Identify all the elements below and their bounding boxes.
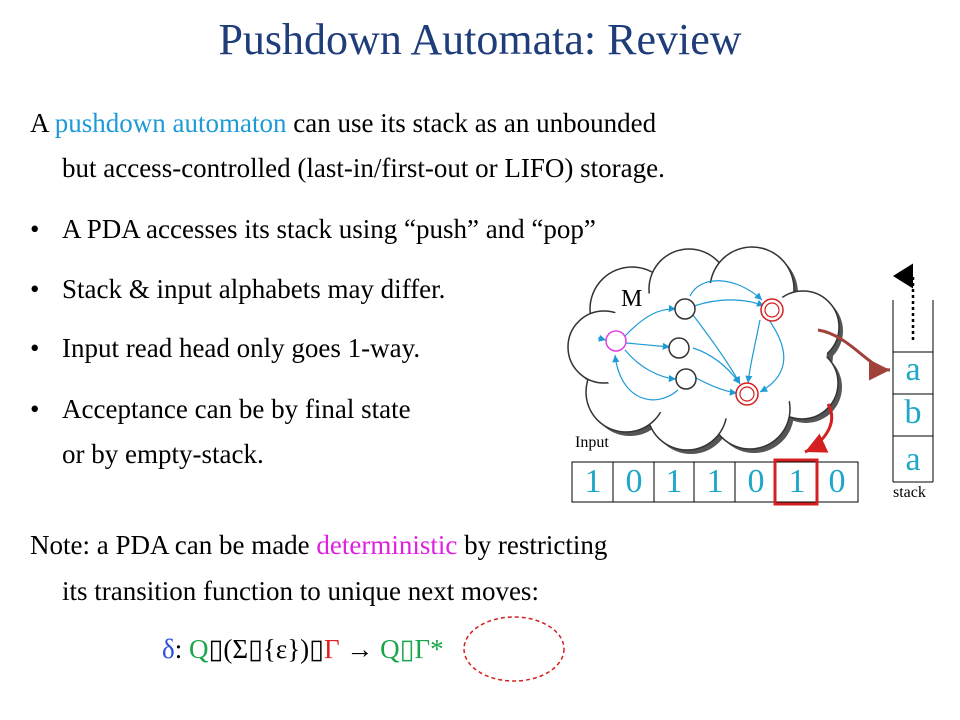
note-line-2: its transition function to unique next m… xyxy=(62,576,539,606)
page-title: Pushdown Automata: Review xyxy=(218,15,742,64)
machine-cloud-shadow xyxy=(572,251,843,454)
formula-domain-gamma: Γ xyxy=(324,634,340,664)
intro-prefix: A xyxy=(30,108,49,138)
tape-cell: 1 xyxy=(584,463,602,500)
formula-delta: δ xyxy=(162,634,175,664)
head-pointer-arrow xyxy=(804,403,834,454)
intro-rest-1: can use its stack as an unbounded xyxy=(293,108,657,138)
bullet-mark: • xyxy=(30,333,40,363)
tape-cell: 1 xyxy=(788,463,806,500)
formula-domain-rest: ▯(Σ▯{ε})▯ xyxy=(208,634,325,664)
bullet-2: Stack & input alphabets may differ. xyxy=(62,274,446,304)
bullet-mark: • xyxy=(30,214,40,244)
bullet-mark: • xyxy=(30,274,40,304)
states xyxy=(605,298,784,406)
stack-cell: a xyxy=(905,441,921,478)
bullet-4: Acceptance can be by final state xyxy=(62,394,411,424)
formula-domain-q: Q xyxy=(189,634,209,664)
note-prefix: Note: a PDA can be made xyxy=(30,530,310,560)
note-line-1: Note: a PDA can be made deterministic by… xyxy=(30,528,607,562)
intro-line-1: A pushdown automaton can use its stack a… xyxy=(30,106,656,140)
bullet-3: Input read head only goes 1-way. xyxy=(62,333,421,363)
machine-cloud xyxy=(567,246,840,451)
input-label: Input xyxy=(575,434,609,451)
stack-cell: a xyxy=(905,351,921,388)
bullet-4-cont: or by empty-stack. xyxy=(62,439,264,469)
bullet-1: A PDA accesses its stack using “push” an… xyxy=(62,214,596,244)
transition-formula: δ: Q▯(Σ▯{ε})▯Γ → Q▯Γ* xyxy=(162,632,444,666)
intro-line-2: but access-controlled (last-in/first-out… xyxy=(62,153,665,183)
stack-cell: b xyxy=(904,394,922,431)
machine-label: M xyxy=(621,286,643,312)
tape-cell: 1 xyxy=(665,463,683,500)
tape-cell: 0 xyxy=(828,463,846,500)
bullet-mark: • xyxy=(30,394,40,424)
stack-label: stack xyxy=(893,484,926,501)
note-term: deterministic xyxy=(316,530,458,560)
stack-pointer-arrow xyxy=(817,328,891,381)
tape-cell: 0 xyxy=(747,463,765,500)
tape-cell: 1 xyxy=(706,463,724,500)
note-rest-1: by restricting xyxy=(464,530,608,560)
codomain-highlight xyxy=(463,616,565,682)
formula-codomain: Q▯Γ* xyxy=(380,634,444,664)
formula-arrow: → xyxy=(339,634,381,664)
intro-term: pushdown automaton xyxy=(54,108,287,138)
formula-colon: : xyxy=(174,634,189,664)
tape-cell: 0 xyxy=(625,463,643,500)
